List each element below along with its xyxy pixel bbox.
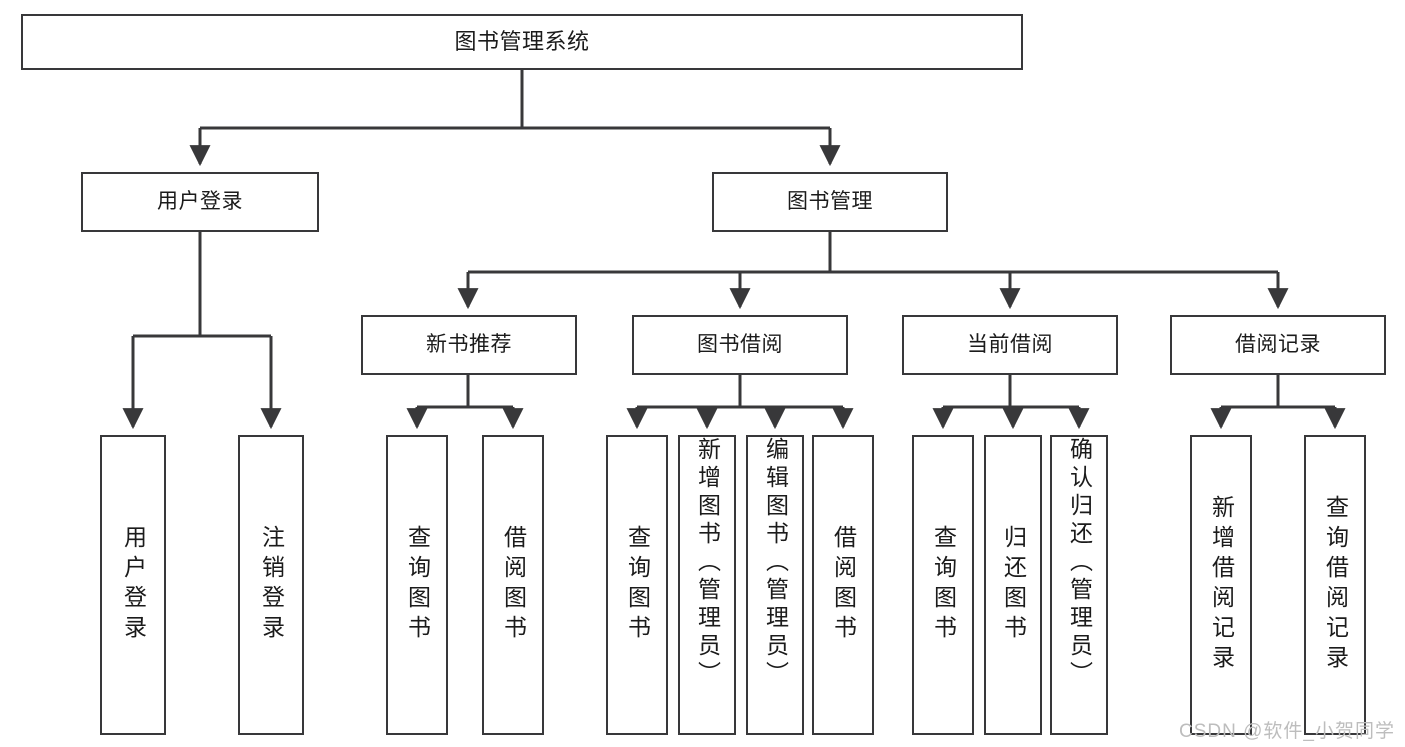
node-root-label: 图书管理系统 — [454, 29, 590, 55]
node-leaf-query-book-bb[interactable]: 查询图书 — [606, 435, 668, 735]
node-root[interactable]: 图书管理系统 — [21, 14, 1023, 70]
node-leaf-return-book[interactable]: 归还图书 — [984, 435, 1042, 735]
node-borrow-record-label: 借阅记录 — [1235, 332, 1321, 356]
node-leaf-borrow-book-nb[interactable]: 借阅图书 — [482, 435, 544, 735]
node-new-book-recommend-label: 新书推荐 — [426, 332, 512, 356]
node-book-borrow[interactable]: 图书借阅 — [632, 315, 848, 375]
node-leaf-add-book-label: 新增图书（管理员） — [694, 437, 721, 689]
node-leaf-borrow-book-bb-label: 借阅图书 — [830, 525, 857, 645]
node-leaf-edit-book[interactable]: 编辑图书（管理员） — [746, 435, 804, 735]
node-leaf-user-login-label: 用户登录 — [120, 525, 147, 645]
node-leaf-user-login[interactable]: 用户登录 — [100, 435, 166, 735]
node-leaf-confirm-return-label: 确认归还（管理员） — [1066, 437, 1093, 689]
node-leaf-query-record-label: 查询借阅记录 — [1322, 495, 1349, 675]
node-leaf-logout-label: 注销登录 — [258, 525, 285, 645]
node-leaf-query-record[interactable]: 查询借阅记录 — [1304, 435, 1366, 735]
node-leaf-borrow-book-nb-label: 借阅图书 — [500, 525, 527, 645]
node-leaf-query-book-nb[interactable]: 查询图书 — [386, 435, 448, 735]
node-leaf-add-record[interactable]: 新增借阅记录 — [1190, 435, 1252, 735]
node-leaf-query-book-nb-label: 查询图书 — [404, 525, 431, 645]
watermark-text: CSDN @软件_小贺同学 — [1179, 721, 1395, 742]
node-leaf-edit-book-label: 编辑图书（管理员） — [762, 437, 789, 689]
node-book-manage[interactable]: 图书管理 — [712, 172, 948, 232]
node-leaf-query-book-cb[interactable]: 查询图书 — [912, 435, 974, 735]
node-leaf-query-book-bb-label: 查询图书 — [624, 525, 651, 645]
node-leaf-logout[interactable]: 注销登录 — [238, 435, 304, 735]
node-user-login[interactable]: 用户登录 — [81, 172, 319, 232]
node-new-book-recommend[interactable]: 新书推荐 — [361, 315, 577, 375]
node-book-borrow-label: 图书借阅 — [697, 332, 783, 356]
node-leaf-add-record-label: 新增借阅记录 — [1208, 495, 1235, 675]
node-current-borrow[interactable]: 当前借阅 — [902, 315, 1118, 375]
node-user-login-label: 用户登录 — [157, 189, 243, 213]
node-current-borrow-label: 当前借阅 — [967, 332, 1053, 356]
node-book-manage-label: 图书管理 — [787, 189, 873, 213]
node-leaf-confirm-return[interactable]: 确认归还（管理员） — [1050, 435, 1108, 735]
node-borrow-record[interactable]: 借阅记录 — [1170, 315, 1386, 375]
node-leaf-add-book[interactable]: 新增图书（管理员） — [678, 435, 736, 735]
node-leaf-query-book-cb-label: 查询图书 — [930, 525, 957, 645]
node-leaf-borrow-book-bb[interactable]: 借阅图书 — [812, 435, 874, 735]
node-leaf-return-book-label: 归还图书 — [1000, 525, 1027, 645]
